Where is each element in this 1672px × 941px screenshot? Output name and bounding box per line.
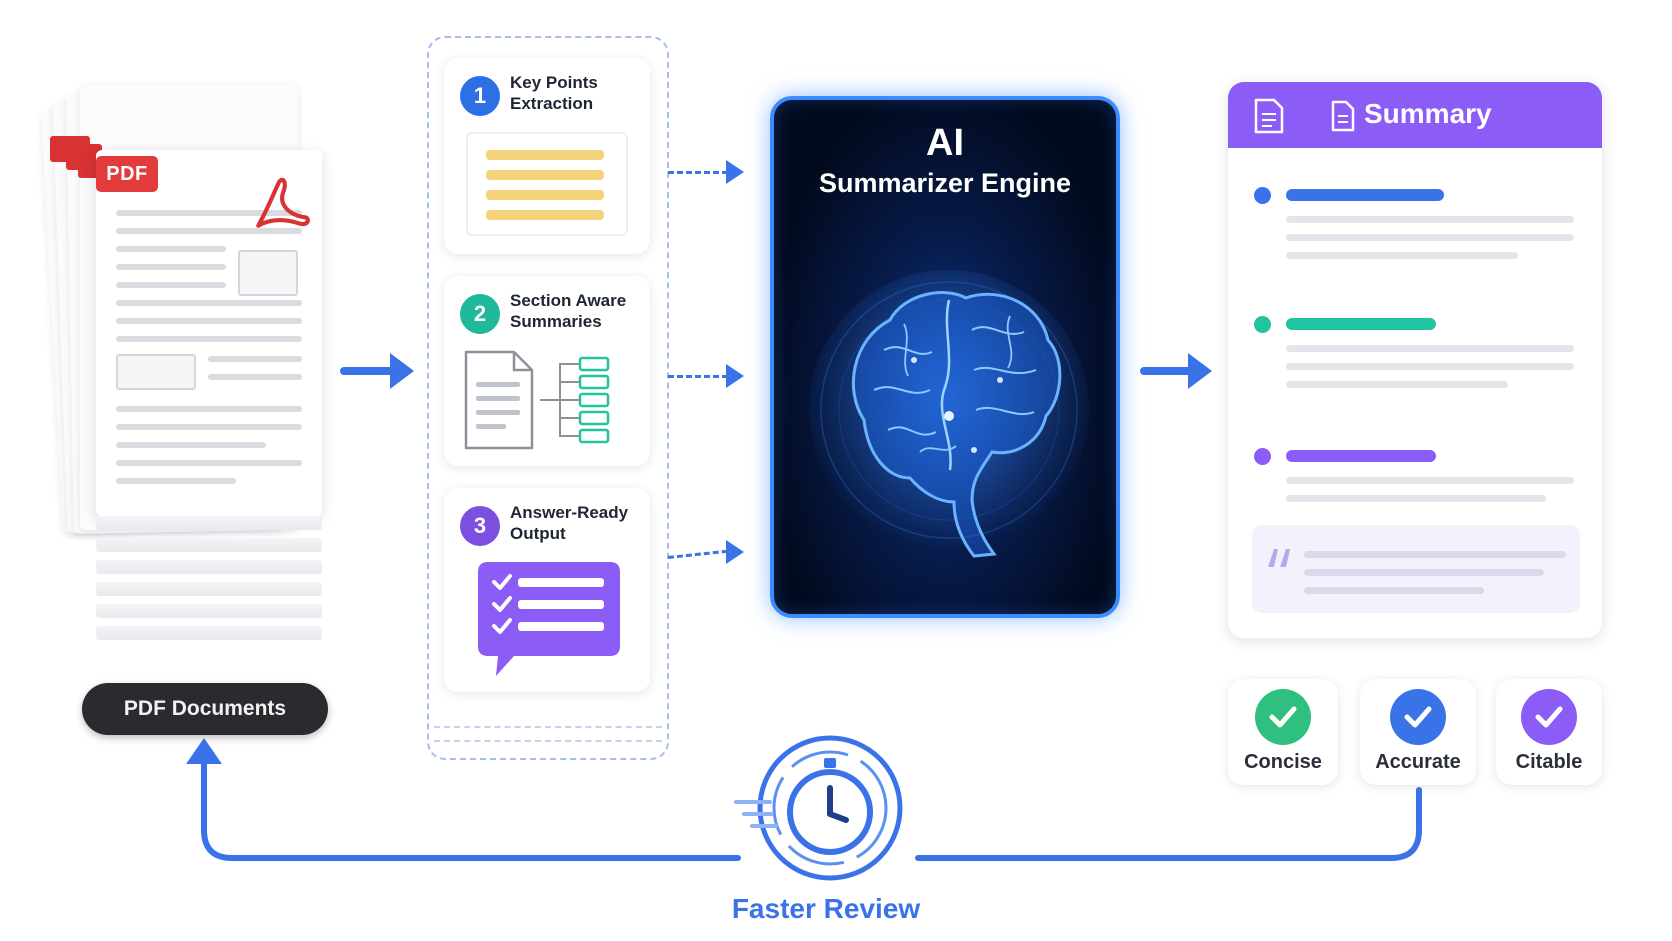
check-icon bbox=[1521, 689, 1577, 745]
flow-arrow bbox=[668, 375, 728, 378]
badge-label: Accurate bbox=[1375, 751, 1461, 773]
summary-card: Summary bbox=[1228, 82, 1602, 638]
quality-badge-accurate: Accurate bbox=[1360, 679, 1476, 785]
faster-review-label: Faster Review bbox=[731, 893, 921, 924]
arrow-right-icon bbox=[390, 353, 414, 389]
step-card-answer-output: 3 Answer-Ready Output bbox=[444, 488, 650, 692]
check-icon bbox=[1255, 689, 1311, 745]
acrobat-icon bbox=[256, 177, 310, 228]
quote-icon bbox=[1268, 549, 1290, 567]
stopwatch-icon bbox=[734, 735, 903, 881]
quality-badge-citable: Citable bbox=[1496, 679, 1602, 785]
flow-arrow bbox=[1140, 367, 1192, 375]
summary-heading-bar bbox=[1286, 318, 1436, 330]
flow-arrow bbox=[668, 171, 728, 174]
check-icon bbox=[1390, 689, 1446, 745]
badge-label: Concise bbox=[1244, 751, 1322, 773]
bullet-dot bbox=[1254, 316, 1271, 333]
highlighted-text-icon bbox=[466, 132, 628, 236]
arrow-right-icon bbox=[726, 540, 744, 564]
badge-label: Citable bbox=[1515, 751, 1583, 773]
document-icon bbox=[1331, 100, 1355, 132]
step-number-badge: 3 bbox=[460, 506, 500, 546]
image-thumbnail-icon bbox=[238, 250, 298, 296]
summary-heading-bar bbox=[1286, 189, 1444, 201]
flow-arrow bbox=[667, 549, 728, 559]
step-number-badge: 2 bbox=[460, 294, 500, 334]
step-title: Section Aware Summaries bbox=[510, 291, 627, 331]
bullet-dot bbox=[1254, 448, 1271, 465]
flow-arrow bbox=[340, 367, 394, 375]
arrow-right-icon bbox=[726, 364, 744, 388]
pdf-document-stack bbox=[41, 78, 332, 640]
pdf-page-edges bbox=[96, 508, 322, 678]
arrow-right-icon bbox=[1188, 353, 1212, 389]
engine-title: AI bbox=[926, 122, 964, 164]
stack-edge bbox=[434, 726, 662, 728]
document-icon bbox=[1254, 98, 1284, 134]
citation-quote-box bbox=[1252, 525, 1580, 613]
step-card-section-summaries: 2 Section Aware Summaries bbox=[444, 276, 650, 466]
step-title: Key Points Extraction bbox=[510, 73, 598, 113]
document-sections-icon bbox=[464, 350, 610, 450]
summary-header: Summary bbox=[1228, 82, 1602, 148]
ai-summarizer-engine: AI Summarizer Engine bbox=[770, 96, 1120, 618]
chart-thumbnail-icon bbox=[116, 354, 196, 390]
brain-icon bbox=[809, 270, 1089, 558]
checklist-chat-icon bbox=[478, 562, 620, 676]
pdf-documents-label: PDF Documents bbox=[82, 683, 328, 735]
summary-title: Summary bbox=[1364, 98, 1492, 129]
summary-heading-bar bbox=[1286, 450, 1436, 462]
step-number-badge: 1 bbox=[460, 76, 500, 116]
step-card-key-points: 1 Key Points Extraction bbox=[444, 58, 650, 254]
bullet-dot bbox=[1254, 187, 1271, 204]
quality-badge-concise: Concise bbox=[1228, 679, 1338, 785]
pdf-front-page bbox=[96, 150, 322, 516]
engine-subtitle: Summarizer Engine bbox=[818, 168, 1072, 198]
step-title: Answer-Ready Output bbox=[510, 503, 629, 543]
stack-edge bbox=[434, 740, 662, 742]
pdf-badge: PDF bbox=[96, 156, 158, 192]
arrow-right-icon bbox=[726, 160, 744, 184]
